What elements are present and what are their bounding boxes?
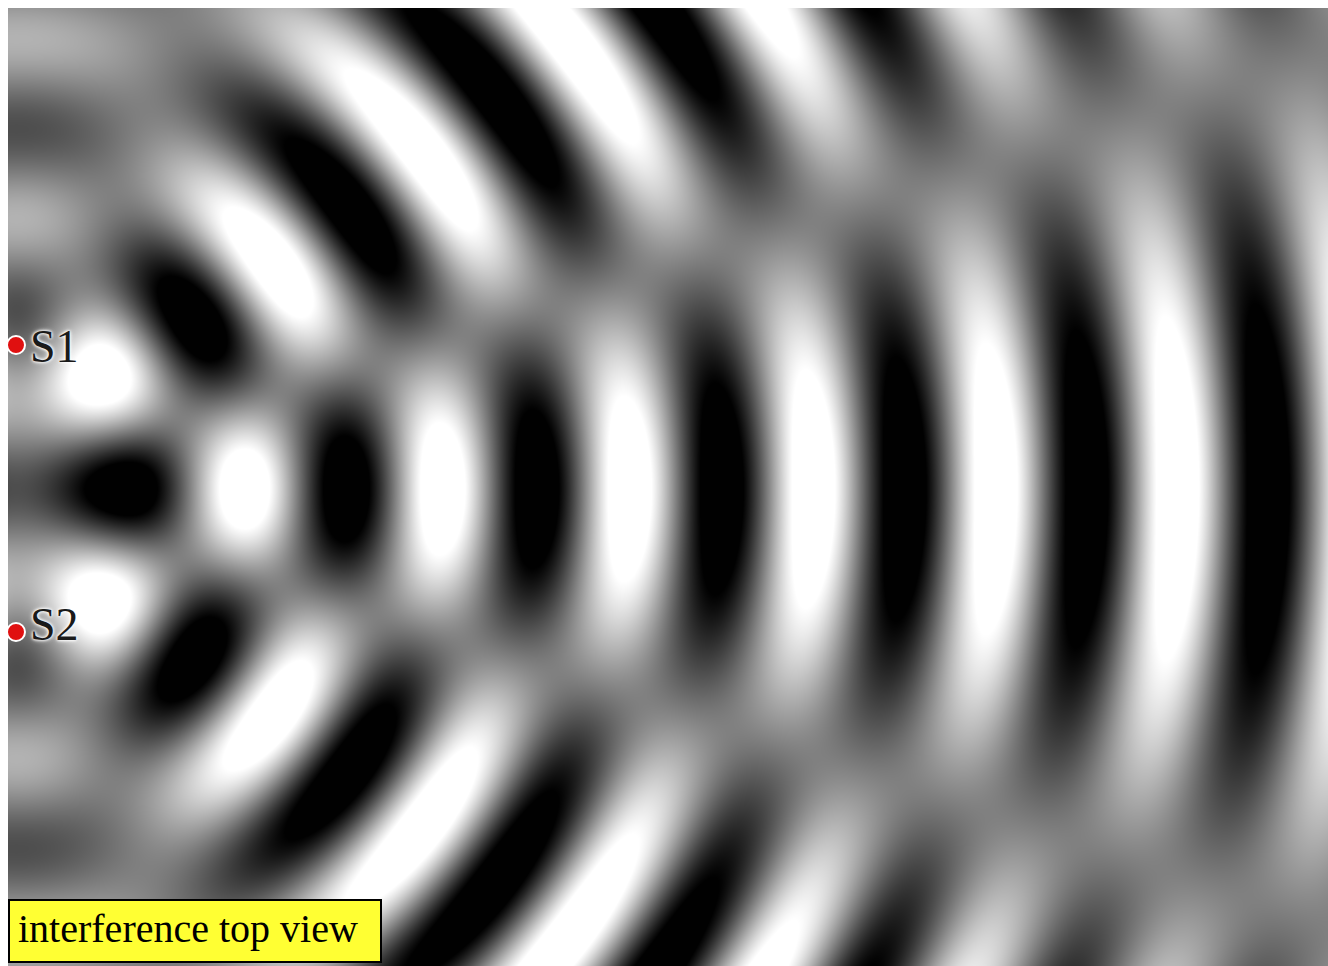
source-dot [7, 336, 25, 354]
caption-text: interference top view [18, 905, 372, 953]
source-label: S1 [30, 324, 79, 370]
wave-pattern [8, 8, 1328, 966]
source-dot [7, 623, 25, 641]
caption-box: interference top view [8, 899, 382, 963]
source-label: S2 [30, 602, 79, 648]
